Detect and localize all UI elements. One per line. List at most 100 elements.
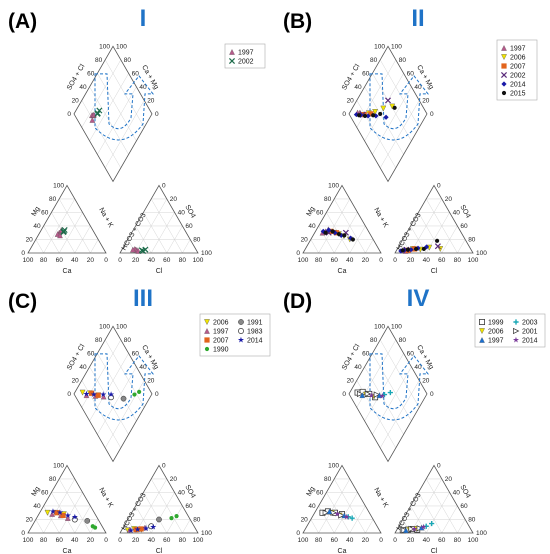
grid-line [59,212,83,254]
tick-label: 100 [53,182,64,189]
data-points: ★★★★★★★★★★★★ [44,389,179,535]
tick-label: 20 [301,516,309,523]
data-point-cation-2006 [44,509,51,516]
tick-label: 80 [40,257,48,264]
legend-marker-1983 [238,328,244,334]
tick-label: 0 [393,537,397,544]
data-point-diamond-2014: ★ [368,391,375,400]
grid-line [426,478,458,534]
tick-label: 0 [162,182,166,189]
grid-line [35,239,44,254]
tick-label: 60 [331,537,339,544]
grid-line [135,505,152,534]
tick-label: 100 [468,537,479,544]
data-point-cation-2001 [338,512,345,519]
tick-label: 0 [118,537,122,544]
grid-line [380,380,420,449]
triangle-frame [27,184,107,254]
data-points [319,97,444,254]
data-points [54,107,149,254]
grid-line [182,519,191,534]
tick-label: 100 [328,462,339,469]
grid-line [372,366,412,435]
grid-line [365,239,374,254]
legend-marker-1997 [479,337,485,343]
tick-label: 100 [116,323,127,330]
data-point-cation-1997 [57,232,63,239]
tick-label: 80 [124,337,132,344]
tick-label: 60 [362,70,370,77]
tick-label: 0 [379,537,383,544]
legend-marker-2014 [501,81,507,87]
data-point-cation-2014: ★ [71,512,78,521]
grid-line [426,198,458,254]
tick-label: 100 [99,43,110,50]
tick-label: 40 [79,84,87,91]
tick-label: 40 [453,489,461,496]
legend-marker-2006 [204,319,210,326]
data-point-diamond-1997 [376,392,383,399]
tick-label: 20 [347,377,355,384]
grid-line [59,492,83,534]
data-point-cation-2002 [60,229,67,236]
tick-label: 60 [438,257,446,264]
grid-line [364,86,404,155]
legend-marker-2007 [501,63,507,69]
data-point-anion-2007 [138,526,144,532]
evolution-arrow [94,73,155,141]
tick-label: 40 [346,257,354,264]
grid-line [372,353,412,422]
legend-label: 2002 [238,59,254,66]
tick-label: 0 [342,391,346,398]
tick-label: 100 [201,250,212,257]
data-point-cation-2007 [54,510,60,516]
axis-label-so4: SO4 [458,204,471,220]
tick-label: 0 [437,182,441,189]
grid-line [43,225,60,254]
tick-label: 100 [53,462,64,469]
legend-label: 2014 [247,338,263,345]
tick-label: 80 [49,196,57,203]
triangle-frame [27,464,107,534]
diamond-frame [348,45,428,183]
legend-label: 2006 [510,55,526,62]
tick-label: 0 [67,111,71,118]
diamond-frame [348,325,428,463]
data-point-anion-2014: ★ [150,522,157,531]
axis-label-na-k: Na + K [372,487,389,509]
data-point-anion-1997 [418,524,425,531]
data-point-diamond-2001 [356,390,364,398]
tick-label: 40 [79,364,87,371]
data-point-cation-2014: ★ [49,507,56,516]
grid-line [97,353,137,422]
data-point-diamond-2014 [365,113,371,119]
grid-line [310,519,319,534]
grid-line [151,492,175,534]
tick-label: 60 [316,489,324,496]
tick-label: 80 [370,57,378,64]
tick-label: 60 [316,209,324,216]
tick-label: 40 [33,223,41,230]
legend-label: 2003 [522,320,538,327]
data-point-anion-2001 [408,525,415,533]
panel-roman-numeral: I [140,5,147,32]
data-point-diamond-2007 [368,111,374,117]
data-point-anion-2003 [423,523,429,529]
axis-label-cl: Cl [431,268,438,275]
panel-roman-numeral: III [133,285,153,312]
legend-marker-1999 [479,319,485,325]
tick-label: 60 [460,503,468,510]
tick-label: 40 [71,537,79,544]
tick-label: 80 [399,337,407,344]
tick-label: 0 [155,391,159,398]
data-point-diamond-2006 [79,389,86,396]
grid-line [59,198,91,254]
grid-line [97,73,137,142]
tick-label: 80 [193,236,201,243]
data-point-diamond-2014: ★ [100,390,107,399]
